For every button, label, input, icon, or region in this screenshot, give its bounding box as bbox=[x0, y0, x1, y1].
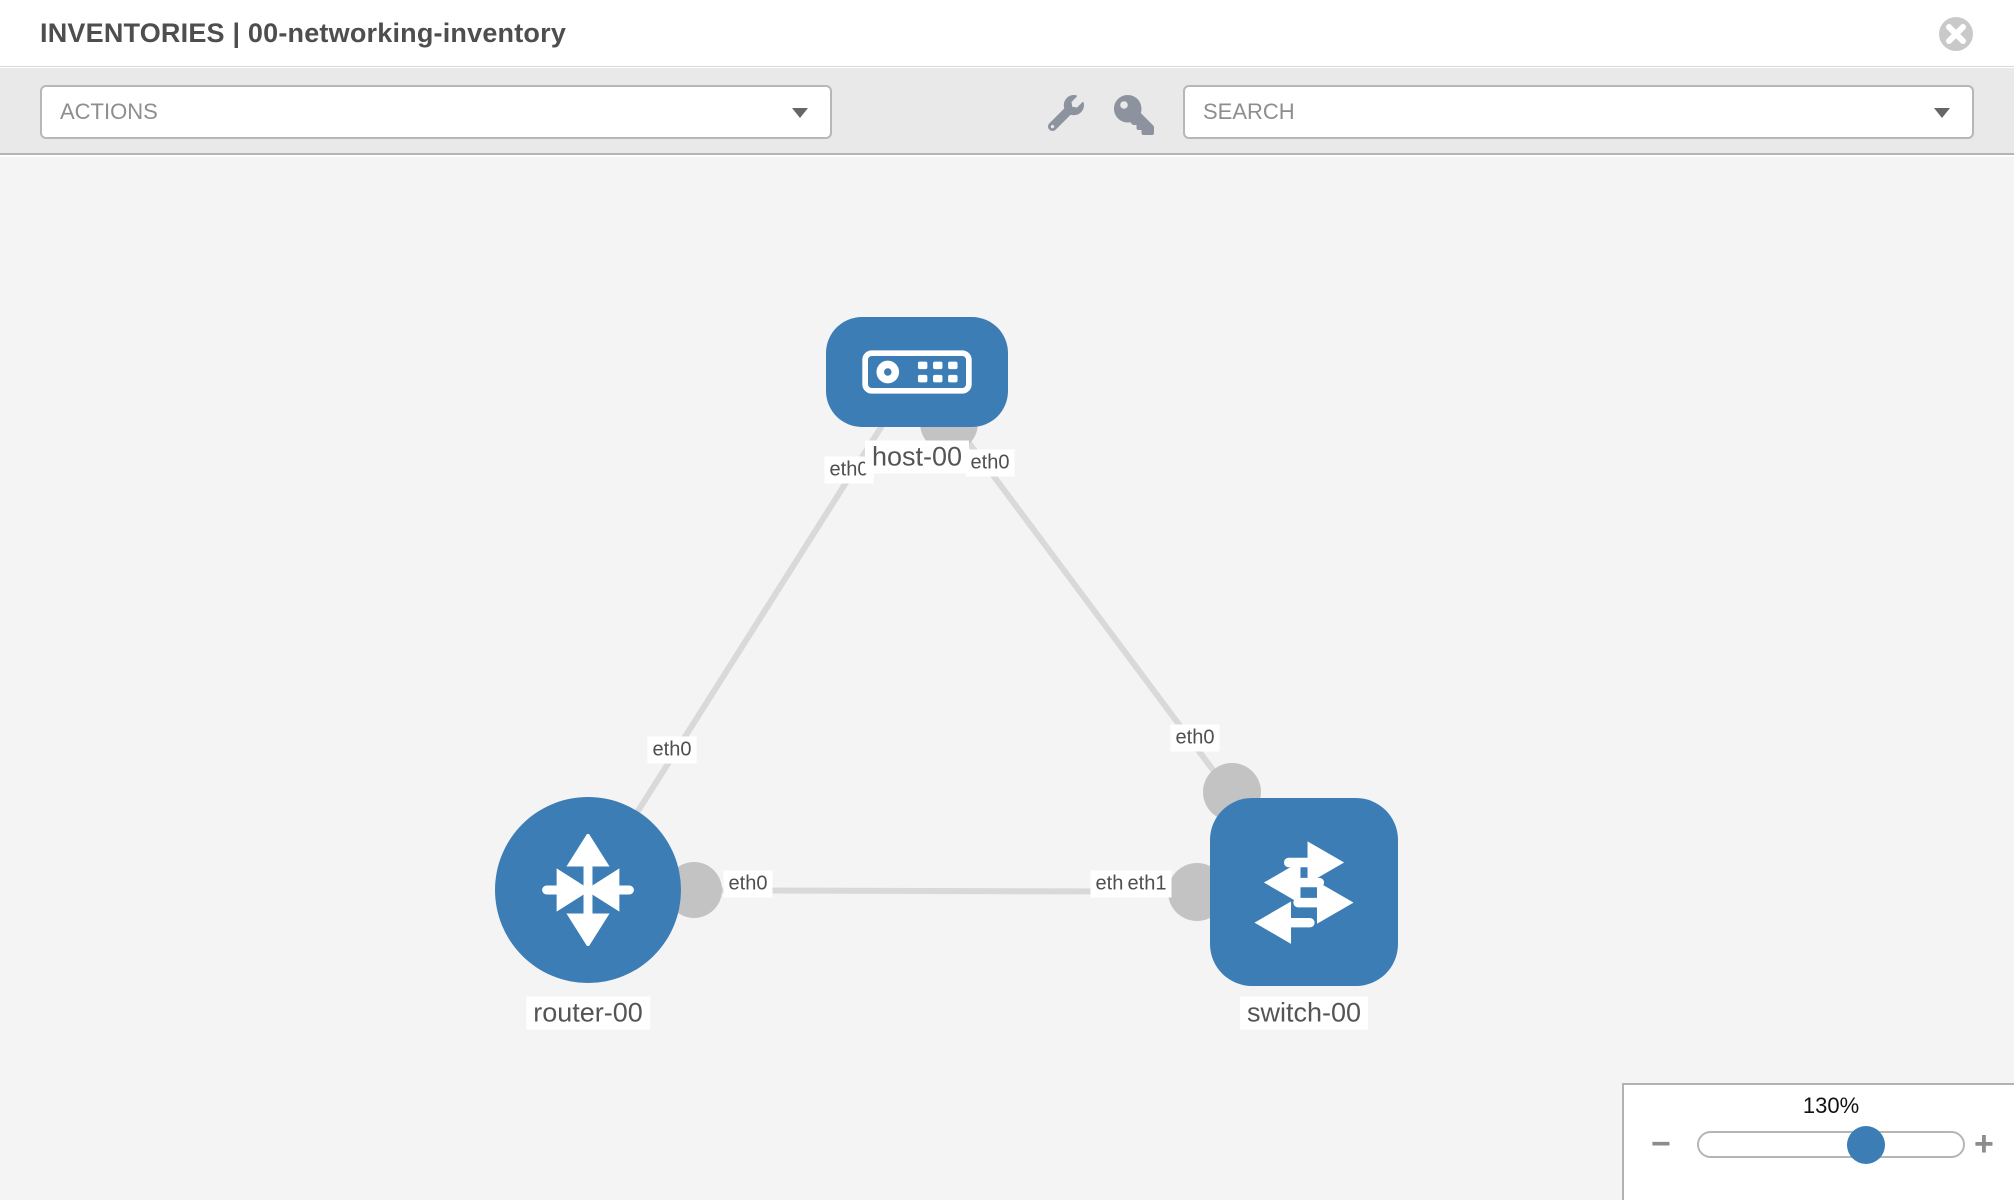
close-button[interactable] bbox=[1938, 16, 1974, 52]
host-icon bbox=[862, 350, 972, 394]
chevron-down-icon bbox=[792, 108, 808, 118]
chevron-down-icon bbox=[1934, 108, 1950, 118]
node-label-switch: switch-00 bbox=[1239, 996, 1369, 1030]
page-header: INVENTORIES | 00-networking-inventory bbox=[0, 0, 2014, 67]
actions-dropdown-label: ACTIONS bbox=[60, 99, 158, 124]
node-label-router: router-00 bbox=[526, 996, 650, 1030]
zoom-control-panel: 130% − + bbox=[1622, 1083, 2014, 1200]
zoom-out-button[interactable]: − bbox=[1651, 1125, 1671, 1163]
close-icon bbox=[1939, 17, 1973, 51]
key-icon bbox=[1114, 95, 1154, 135]
node-switch-00[interactable] bbox=[1210, 798, 1398, 986]
zoom-level-value: 130% bbox=[1802, 1093, 1860, 1118]
topology-links bbox=[585, 370, 1307, 895]
toolbar: ACTIONS SEARCH bbox=[0, 68, 2014, 155]
zoom-slider-track[interactable] bbox=[1697, 1131, 1965, 1158]
iface-label-router-eth0: eth0 bbox=[723, 870, 773, 898]
search-dropdown[interactable]: SEARCH bbox=[1183, 85, 1974, 139]
page-title: INVENTORIES | 00-networking-inventory bbox=[40, 18, 567, 48]
iface-label-router-eth0-uplink: eth0 bbox=[647, 736, 697, 764]
iface-label-host-eth0-right: eth0 bbox=[965, 449, 1015, 477]
iface-label-switch-eth0-uplink: eth0 bbox=[1170, 724, 1220, 752]
node-router-00[interactable] bbox=[495, 797, 681, 983]
iface-label-switch-eth1: eth1 bbox=[1122, 870, 1172, 898]
zoom-slider-thumb[interactable] bbox=[1847, 1126, 1885, 1164]
wrench-icon bbox=[1047, 95, 1084, 132]
zoom-in-button[interactable]: + bbox=[1974, 1125, 1994, 1163]
router-icon bbox=[542, 834, 634, 946]
wrench-button[interactable] bbox=[1047, 95, 1084, 136]
switch-icon bbox=[1254, 841, 1354, 944]
node-host-00[interactable] bbox=[826, 317, 1008, 427]
key-button[interactable] bbox=[1114, 95, 1154, 140]
search-placeholder: SEARCH bbox=[1203, 99, 1295, 124]
actions-dropdown[interactable]: ACTIONS bbox=[40, 85, 832, 139]
node-label-host: host-00 bbox=[864, 440, 970, 474]
topology-canvas[interactable]: host-00 router-00 switch-00 eth0 eth0 et… bbox=[0, 157, 2014, 1200]
